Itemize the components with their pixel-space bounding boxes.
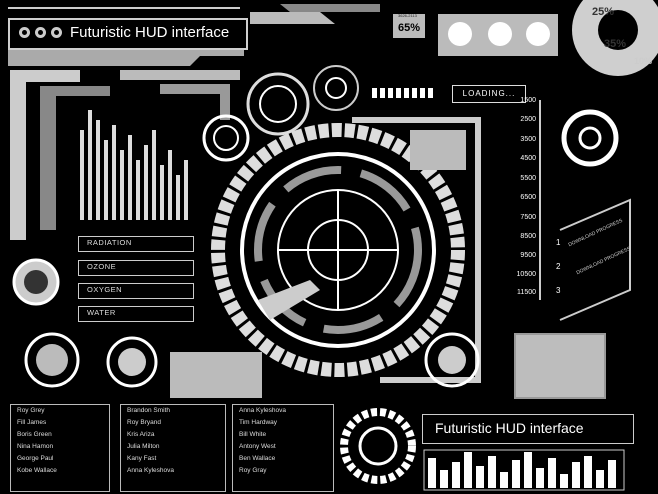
level-label: OZONE [87,262,117,271]
level-label: RADIATION [87,238,132,247]
bottom-equalizer [428,452,616,488]
level-bar-ozone[interactable]: OZONE [78,260,194,276]
list-item: Roy Grey [17,407,45,414]
level-label: WATER [87,308,116,317]
scale-tick: 11500 [517,289,536,296]
page-title: Futuristic HUD interface [70,24,230,41]
hex-icon-3 [50,26,63,39]
list-item: Roy Gray [239,467,267,474]
name-list-3: Anna Kyleshova Tim Hardway Bill White An… [232,404,334,492]
list-item: Ben Wallace [239,455,276,462]
list-item: Boris Green [17,431,52,438]
list-item: Roy Bryand [127,419,161,426]
scale-tick: 5500 [520,175,536,182]
list-item: George Paul [17,455,54,462]
progress-level: 1 [556,238,561,247]
scale-tick: 9500 [520,252,536,259]
bar-matrix [80,110,188,220]
info-panel [514,333,606,399]
list-item: Anna Kyleshova [127,467,174,474]
pct-top: 25% [592,6,615,18]
scale-tick: 8500 [520,233,536,240]
level-bar-radiation[interactable]: RADIATION [78,236,194,252]
scale-tick: 1500 [520,97,536,104]
readout-sub: 3626-2113 [398,13,417,18]
name-list-2: Brandon Smith Roy Bryand Kris Ariza Juli… [120,404,226,492]
level-label: OXYGEN [87,285,123,294]
pct-side: 10% [634,56,653,66]
list-item: Kany Fast [127,455,157,462]
list-item: Anna Kyleshova [239,407,286,414]
hex-icon-1 [18,26,31,39]
list-item: Brandon Smith [127,407,170,414]
readout-badge: 65% [393,14,425,38]
footer-title-panel: Futuristic HUD interface [422,414,634,444]
title-panel [8,18,248,50]
list-item: Tim Hardway [239,419,278,426]
progress-level: 2 [556,262,561,271]
list-item: Antony West [239,443,276,450]
list-item: Kris Ariza [127,431,155,438]
scale-tick: 4500 [520,155,536,162]
level-bar-water[interactable]: WATER [78,306,194,322]
scale-tick: 7500 [520,214,536,221]
list-item: Bill White [239,431,267,438]
scale-tick: 3500 [520,136,536,143]
scale-tick: 10500 [516,271,536,278]
list-item: Nina Hamon [17,443,54,450]
footer-title: Futuristic HUD interface [435,420,584,436]
list-item: Fill James [17,419,47,426]
list-item: Julia Milton [127,443,160,450]
scale-tick: 6500 [520,194,536,201]
progress-level: 3 [556,286,561,295]
hex-icon-2 [34,26,47,39]
main-gauge [211,123,465,377]
list-item: Kobe Wallace [17,467,57,474]
readout-value: 65% [397,22,421,34]
level-bar-oxygen[interactable]: OXYGEN [78,283,194,299]
loading-status: LOADING... [452,85,526,103]
pct-mid: 35% [604,38,627,50]
scale-tick: 2500 [520,116,536,123]
text-panel [170,352,262,398]
name-list-1: Roy Grey Fill James Boris Green Nina Ham… [10,404,110,492]
